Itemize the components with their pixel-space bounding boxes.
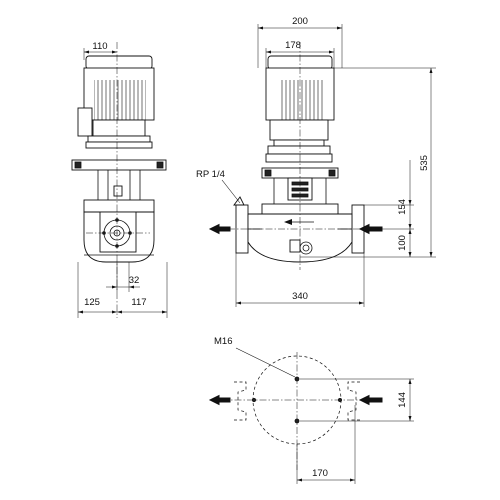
dimension-label-100: 100 [397,235,408,251]
dimension-label-170: 170 [312,468,328,479]
bolt-callout: M16 [214,336,296,378]
dimension-label-154: 154 [397,199,408,215]
outlet-flow-arrow [208,223,231,235]
front-dimension-110: 110 [83,41,117,60]
side-view: RP 1/4 200 178 [196,16,436,307]
front-motor [77,55,155,149]
vent-plug-label: RP 1/4 [196,169,225,180]
dimension-label-125: 125 [84,297,100,308]
side-dimension-200: 200 [257,16,343,68]
side-dimension-340: 340 [235,253,365,307]
front-dimension-125-117: 125 117 [77,262,168,318]
plan-dimension-170: 170 [296,405,356,484]
side-pump-housing [233,196,365,263]
side-dimension-heights: 535 154 100 [300,67,436,258]
plan-inlet-flow-arrow [358,394,383,406]
dimension-label-200: 200 [292,16,308,27]
front-pump-housing [83,211,155,263]
front-lantern [71,159,167,213]
front-view: 110 32 125 117 [71,41,168,318]
front-dimension-32: 32 [106,262,140,292]
vent-plug-callout: RP 1/4 [196,169,241,204]
dimension-label-144: 144 [397,392,408,408]
dimension-label-32: 32 [129,275,140,286]
bolt-thread-label: M16 [214,336,232,347]
base-plan-view: M16 144 170 [208,336,414,484]
side-dimension-178: 178 [265,40,335,68]
plan-dimension-144: 144 [300,378,414,422]
dimension-label-178: 178 [285,40,301,51]
plan-outlet-flow-arrow [208,394,231,406]
dimension-label-535: 535 [419,155,430,171]
dimension-label-110: 110 [92,41,107,52]
dimension-label-117: 117 [131,297,146,308]
dimension-label-340: 340 [292,291,308,302]
